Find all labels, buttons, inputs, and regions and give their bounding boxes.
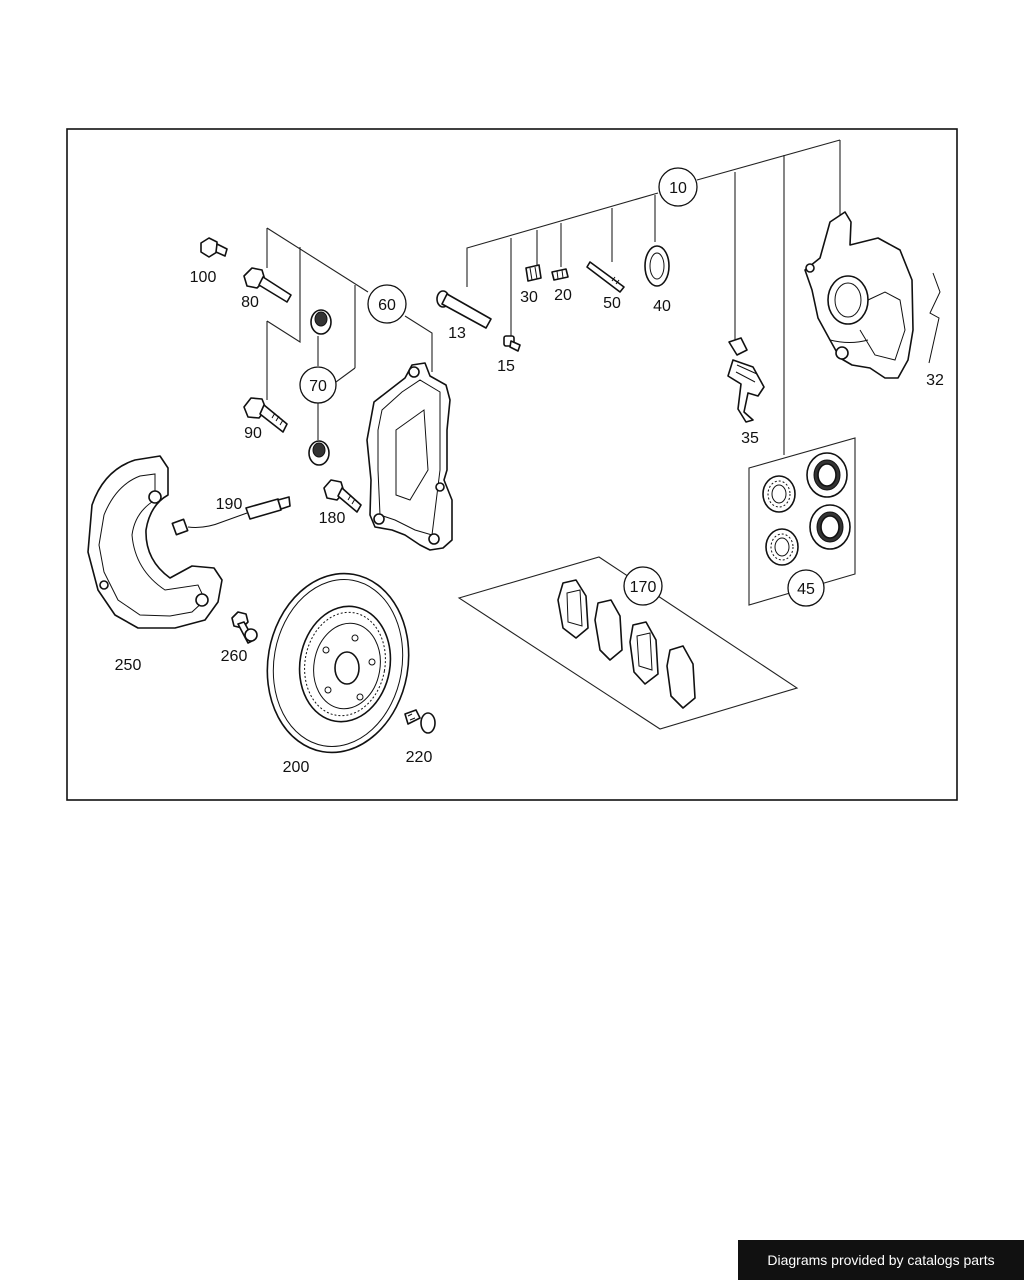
- label-80: 80: [241, 294, 259, 311]
- part-labels: 10 13 15 20 30 32 35 40 45 50 60 70 80 9…: [115, 180, 944, 776]
- label-170: 170: [630, 579, 657, 596]
- label-30: 30: [520, 289, 538, 306]
- label-13: 13: [448, 325, 466, 342]
- label-15: 15: [497, 358, 515, 375]
- label-50: 50: [603, 295, 621, 312]
- label-45: 45: [797, 581, 815, 598]
- callout-bubble-70: [299, 366, 337, 404]
- label-260: 260: [221, 648, 248, 665]
- part-bolt-90: [243, 397, 288, 433]
- label-250: 250: [115, 657, 142, 674]
- part-bolt-80: [243, 267, 292, 303]
- part-caliper-carrier-60: [366, 362, 453, 551]
- callout-bubble-10: [658, 167, 698, 207]
- part-bleeder-15: [503, 335, 521, 352]
- part-spring-32: [928, 272, 941, 364]
- callout-bubble-60: [367, 284, 407, 324]
- diagram-frame: [66, 128, 958, 801]
- part-brake-pads-170: [557, 579, 696, 709]
- label-200: 200: [283, 759, 310, 776]
- label-100: 100: [190, 269, 217, 286]
- part-pin-50: [586, 261, 625, 293]
- leader-lines: [266, 139, 856, 730]
- part-wear-sensor-190: [171, 496, 291, 536]
- part-screw-220: [404, 709, 436, 734]
- label-70: 70: [309, 378, 327, 395]
- part-seal-40: [644, 245, 670, 287]
- part-seal-kit-45: [762, 452, 851, 566]
- part-bolt-180: [323, 479, 362, 513]
- label-35: 35: [741, 430, 759, 447]
- label-40: 40: [653, 298, 671, 315]
- label-180: 180: [319, 510, 346, 527]
- label-32: 32: [926, 372, 944, 389]
- callout-bubble-45: [787, 569, 825, 607]
- label-220: 220: [406, 749, 433, 766]
- part-bushing-70-bottom: [308, 440, 330, 466]
- credit-banner: Diagrams provided by catalogs parts: [738, 1240, 1024, 1280]
- label-190: 190: [216, 496, 243, 513]
- part-guide-pin-13: [436, 290, 492, 329]
- callout-bubble-170: [623, 566, 663, 606]
- part-brake-disc-200: [266, 572, 410, 754]
- part-bolt-260: [231, 611, 258, 644]
- part-bushing-70-top: [310, 309, 332, 335]
- label-60: 60: [378, 297, 396, 314]
- label-20: 20: [554, 287, 572, 304]
- part-cap-30: [525, 264, 542, 282]
- label-90: 90: [244, 425, 262, 442]
- part-caliper-housing-10: [804, 211, 914, 379]
- part-bolt-100: [200, 237, 228, 258]
- part-cap-20: [551, 268, 569, 281]
- label-10: 10: [669, 180, 687, 197]
- part-clip-35: [727, 337, 765, 423]
- part-dust-shield-250: [87, 455, 223, 629]
